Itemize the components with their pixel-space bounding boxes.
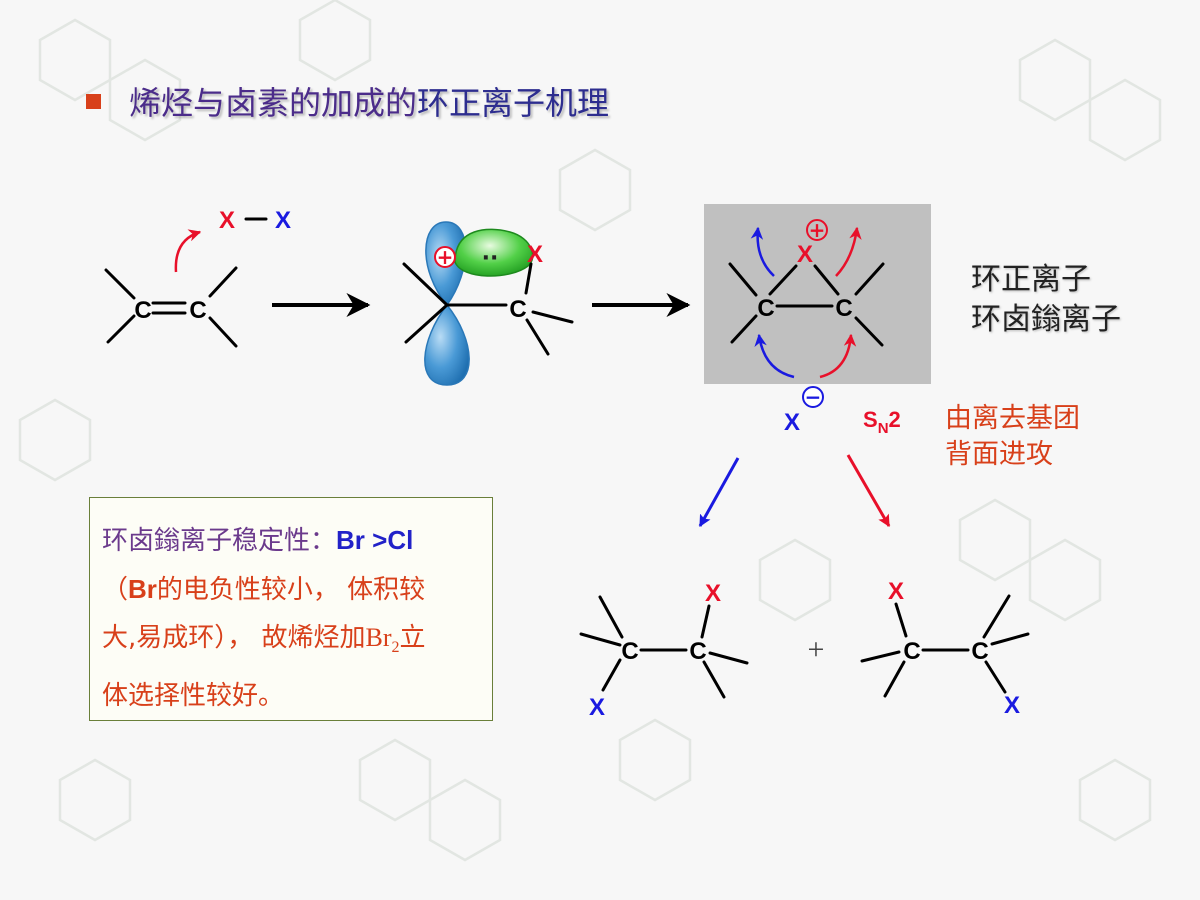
product-2-anti-addition: C C X X bbox=[860, 578, 1030, 719]
halonium-positive-sign: + bbox=[809, 218, 826, 242]
p2-bond-c2-right bbox=[990, 632, 1030, 646]
note-stability-order: Br >Cl bbox=[336, 525, 414, 555]
alkene-carbon-left: C bbox=[134, 297, 151, 324]
halonium-bond-c1-x bbox=[768, 264, 798, 296]
carbon-bond-down bbox=[525, 318, 550, 356]
negative-charge-icon bbox=[802, 386, 824, 408]
alkene-bond-left-up bbox=[104, 268, 136, 300]
p1-bond-c1-up bbox=[598, 595, 624, 639]
carbon-bond-right bbox=[531, 310, 574, 324]
sn2-label: SN2 bbox=[863, 407, 901, 437]
negative-charge-sign: − bbox=[805, 385, 822, 409]
blue-bond-shift-arrow-top bbox=[750, 226, 775, 277]
slide-title: 烯烃与卤素的加成的环正离子机理 bbox=[86, 76, 609, 126]
note-line-4: 体选择性较好。 bbox=[102, 672, 484, 720]
p1-bond-c2-down bbox=[702, 660, 726, 699]
p1-halogen-red: X bbox=[705, 580, 721, 607]
title-part2: 环正离子机理 bbox=[417, 84, 610, 122]
sn2-s: S bbox=[863, 407, 878, 432]
p1-carbon-right: C bbox=[689, 638, 706, 665]
halonium-name-line2: 环卤鎓离子 bbox=[971, 302, 1121, 337]
carbocation-intermediate: + ·· X C bbox=[402, 221, 574, 386]
halogen-lone-pair-orbital bbox=[454, 228, 534, 277]
pi-electron-attack-arrow bbox=[174, 229, 202, 273]
halonium-bond-c2-x bbox=[813, 264, 840, 296]
p2-carbon-left: C bbox=[903, 638, 920, 665]
product-1-anti-addition: C C X X bbox=[579, 580, 749, 721]
p2-carbon-right: C bbox=[971, 638, 988, 665]
attack-note-line1: 由离去基团 bbox=[945, 403, 1080, 434]
p1-bond-c1-left bbox=[579, 632, 622, 647]
p2-bond-c1-left bbox=[860, 650, 901, 663]
halonium-carbon-left: C bbox=[757, 295, 774, 322]
halonium-bond-left-down bbox=[730, 314, 758, 344]
sn2-subscript: N bbox=[878, 420, 889, 437]
carbocation-bond-up bbox=[402, 262, 449, 307]
note-br2-subscript: 2 bbox=[391, 639, 400, 657]
nucleophile-x: X bbox=[784, 409, 800, 436]
positive-charge-sign: + bbox=[437, 245, 454, 269]
blue-backside-attack-arrow bbox=[754, 333, 795, 379]
halonium-carbon-right: C bbox=[835, 295, 852, 322]
sn2-number: 2 bbox=[889, 407, 901, 432]
note-line-3: 大,易成环）， 故烯烃加Br2立 bbox=[102, 614, 484, 672]
positive-charge-icon bbox=[434, 246, 456, 268]
p2-bond-c2-up bbox=[982, 594, 1011, 639]
halonium-bond-right-up bbox=[854, 262, 885, 296]
halonium-bond-right-down bbox=[854, 316, 884, 347]
halogen-x-blue: X bbox=[275, 207, 291, 234]
note-line2-text: 的电负性较小， 体积较 bbox=[156, 575, 426, 605]
halonium-bond-left-up bbox=[728, 262, 758, 297]
stability-note-box: 环卤鎓离子稳定性：Br >Cl （Br的电负性较小， 体积较 大,易成环）， 故… bbox=[89, 497, 493, 721]
products-plus-sign: + bbox=[808, 633, 825, 666]
note-line3-text-b: 立 bbox=[399, 623, 426, 653]
p1-bond-c1-x bbox=[601, 658, 622, 692]
title-text: 烯烃与卤素的加成的环正离子机理 bbox=[129, 78, 609, 124]
halonium-halogen-x: X bbox=[797, 241, 813, 268]
p1-carbon-left: C bbox=[621, 638, 638, 665]
arrow-to-product-2 bbox=[846, 454, 891, 528]
note-stability-label: 环卤鎓离子稳定性： bbox=[102, 526, 337, 556]
note-line-2: （Br的电负性较小， 体积较 bbox=[102, 565, 484, 614]
p1-halogen-blue: X bbox=[589, 694, 605, 721]
red-backside-attack-arrow bbox=[819, 333, 857, 379]
note-line-1: 环卤鎓离子稳定性：Br >Cl bbox=[102, 516, 484, 565]
red-bond-shift-arrow-top bbox=[835, 226, 862, 277]
p1-bond-c2-x bbox=[700, 604, 711, 639]
halogen-x-red: X bbox=[219, 207, 235, 234]
halonium-ion-box: C C X + bbox=[704, 204, 931, 384]
p2-bond-c1-x bbox=[894, 602, 908, 638]
carbocation-bond-down bbox=[404, 303, 449, 344]
note-line3-text-a: 大,易成环）， 故烯烃加 bbox=[102, 623, 366, 653]
halonium-background bbox=[704, 204, 931, 384]
halide-nucleophile: X − bbox=[784, 385, 824, 436]
carbocation-carbon: C bbox=[509, 296, 526, 323]
note-br2: Br bbox=[365, 623, 392, 652]
alkene-bond-left-down bbox=[106, 314, 136, 344]
c-x-bond bbox=[524, 262, 533, 295]
halonium-name-line1: 环正离子 bbox=[971, 262, 1091, 297]
note-br: Br bbox=[128, 574, 157, 604]
alkene-with-halogen: C C X X bbox=[104, 207, 291, 348]
p2-bond-c1-down bbox=[883, 660, 906, 698]
halonium-positive-charge-icon bbox=[806, 219, 828, 241]
lone-pair-dots: ·· bbox=[482, 246, 499, 271]
p2-halogen-blue: X bbox=[1004, 692, 1020, 719]
alkene-carbon-right: C bbox=[189, 297, 206, 324]
p2-bond-c2-x bbox=[984, 660, 1007, 694]
alkene-bond-right-up bbox=[208, 266, 238, 298]
p-orbital-bottom-lobe bbox=[424, 303, 470, 386]
attack-note-line2: 背面进攻 bbox=[945, 439, 1053, 470]
p1-bond-c2-right bbox=[708, 651, 749, 665]
title-bullet bbox=[86, 93, 101, 109]
alkene-bond-right-down bbox=[208, 316, 238, 348]
carbocation-halogen-x: X bbox=[527, 241, 543, 268]
note-open-paren: （ bbox=[102, 575, 129, 605]
p2-halogen-red: X bbox=[888, 578, 904, 605]
note-line4-text: 体选择性较好。 bbox=[102, 681, 285, 712]
title-part1: 烯烃与卤素的加成的 bbox=[129, 84, 418, 122]
arrow-to-product-1 bbox=[698, 457, 740, 528]
